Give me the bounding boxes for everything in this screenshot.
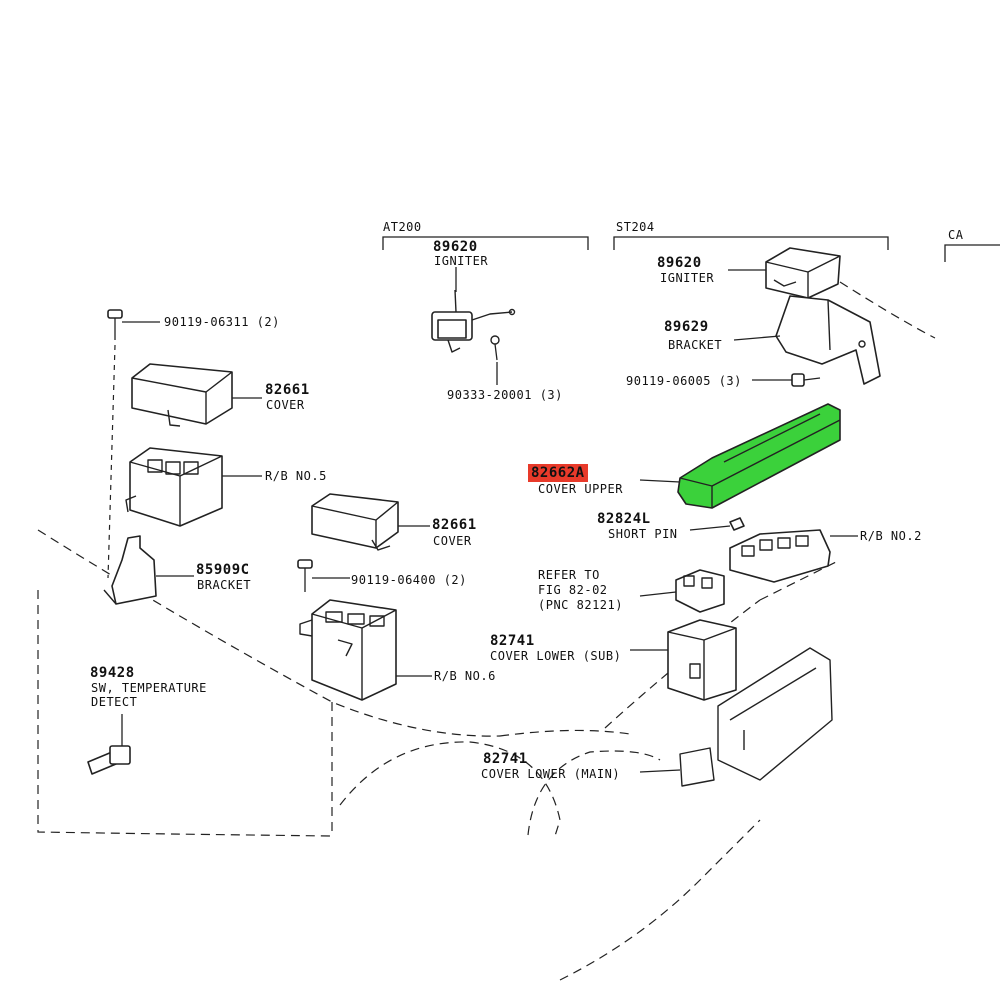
cover-82661-b-part <box>311 493 430 551</box>
part-name-igniter-st204: IGNITER <box>660 271 715 285</box>
part-number-90119-06400: 90119-06400 (2) <box>351 573 467 587</box>
part-number-82741-sub: 82741 <box>490 633 535 649</box>
part-number-82661-b: 82661 <box>432 517 477 533</box>
part-name-cover-upper: COVER UPPER <box>538 482 623 496</box>
part-number-89629: 89629 <box>664 319 709 335</box>
group-bracket-ca <box>944 244 1000 262</box>
refer-to-line2: FIG 82-02 <box>538 583 608 597</box>
igniter-at200-part <box>431 267 516 353</box>
part-number-82741-main: 82741 <box>483 751 528 767</box>
short-pin-part <box>689 517 745 531</box>
rb-no6-part <box>299 599 432 701</box>
cover-82661-a-part <box>131 363 262 427</box>
part-number-90119-06005: 90119-06005 (3) <box>626 374 742 388</box>
part-name-cover-b: COVER <box>433 534 472 548</box>
group-label-st204: ST204 <box>616 220 655 234</box>
part-name-short-pin: SHORT PIN <box>608 527 678 541</box>
part-name-igniter-at200: IGNITER <box>434 254 489 268</box>
group-bracket-st204 <box>613 236 889 250</box>
part-name-rb-no6: R/B NO.6 <box>434 669 496 683</box>
sw-89428-part <box>87 714 131 775</box>
part-number-89620-at200: 89620 <box>433 239 478 255</box>
rb-no5-part <box>125 447 262 527</box>
cover-upper-82662a-part <box>639 403 841 509</box>
group-bracket-at200 <box>382 236 589 250</box>
part-name-cover-lower-main: COVER LOWER (MAIN) <box>481 767 621 781</box>
part-number-82661-a: 82661 <box>265 382 310 398</box>
cover-lower-sub-part <box>630 619 737 701</box>
part-name-rb-no2: R/B NO.2 <box>860 529 922 543</box>
part-name-detect: DETECT <box>91 695 138 709</box>
refer-to-line1: REFER TO <box>538 568 600 582</box>
part-number-85909c: 85909C <box>196 562 250 578</box>
part-number-90333-20001: 90333-20001 (3) <box>447 388 563 402</box>
part-number-82662a-highlight: 82662A <box>528 464 588 482</box>
part-number-89620-st204: 89620 <box>657 255 702 271</box>
part-name-sw-temperature: SW, TEMPERATURE <box>91 681 207 695</box>
part-number-90119-06311: 90119-06311 (2) <box>164 315 280 329</box>
part-name-cover-a: COVER <box>266 398 305 412</box>
part-number-82662a: 82662A <box>528 464 588 482</box>
group-label-ca: CA <box>948 228 964 242</box>
group-label-at200: AT200 <box>383 220 422 234</box>
part-number-82824l: 82824L <box>597 511 651 527</box>
bracket-85909c-part <box>103 535 194 605</box>
part-name-rb-no5: R/B NO.5 <box>265 469 327 483</box>
part-name-cover-lower-sub: COVER LOWER (SUB) <box>490 649 622 663</box>
bolt-90119-06400-part <box>297 559 350 592</box>
part-name-bracket-85909c: BRACKET <box>197 578 252 592</box>
igniter-st204-part <box>728 247 841 299</box>
refer-fig-82-02-part <box>639 569 725 613</box>
bolt-90119-06311-part <box>107 309 160 579</box>
bolt-90119-06005-part <box>752 373 821 387</box>
part-number-89428: 89428 <box>90 665 135 681</box>
bolt-90333-part <box>490 335 500 385</box>
refer-to-line3: (PNC 82121) <box>538 598 623 612</box>
bracket-89629-part <box>733 295 881 385</box>
cover-lower-main-part <box>639 647 833 787</box>
part-name-bracket-89629: BRACKET <box>668 338 723 352</box>
rb-no2-part <box>729 529 858 583</box>
